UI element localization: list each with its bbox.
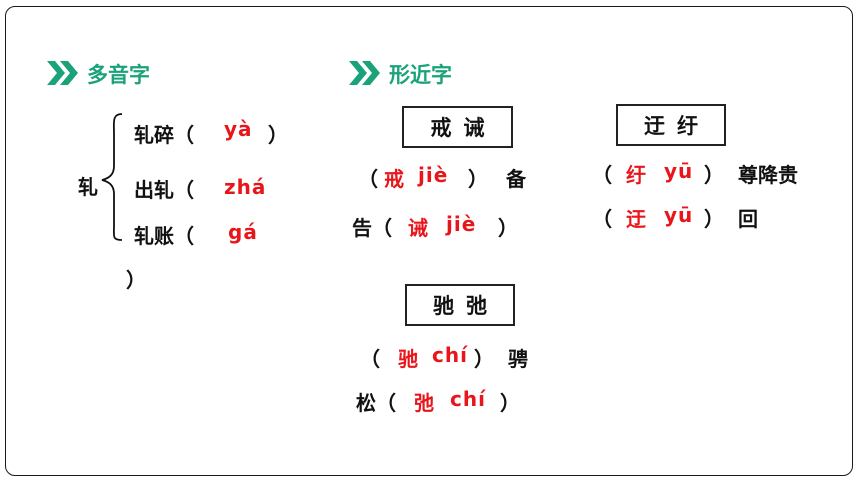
- polyphone-item: 轧碎（: [134, 119, 194, 148]
- answer-pinyin: zhá: [224, 175, 267, 199]
- g2-line2-close: ）: [704, 207, 724, 231]
- answer-pinyin: yà: [224, 117, 253, 141]
- g3-line1-pinyin: chí: [432, 343, 468, 367]
- g3-line2-close: ）: [500, 391, 520, 415]
- g2-line2-char: 迂: [626, 207, 646, 231]
- g1-line1-char: 戒: [384, 167, 404, 191]
- answer-pinyin: gá: [228, 220, 258, 244]
- g2-line1-char: 纡: [626, 163, 646, 187]
- slide-frame: [5, 6, 853, 476]
- g1-line1-open: （: [358, 167, 378, 191]
- char-pair-box: 驰弛: [405, 284, 515, 326]
- g3-line2-before: 松（: [356, 391, 396, 415]
- g1-line2-char: 诫: [408, 216, 428, 240]
- g3-line1-after: 骋: [508, 347, 528, 371]
- close-paren: ）: [268, 123, 288, 147]
- char-pair-box: 戒诫: [402, 106, 513, 148]
- double-chevron-right-icon: [349, 61, 380, 85]
- g1-line2-before: 告（: [352, 216, 392, 240]
- double-chevron-right-icon: [47, 61, 78, 85]
- g2-line1-open: （: [592, 163, 612, 187]
- g2-line1-pinyin: yū: [664, 159, 694, 183]
- g2-line1-after: 尊降贵: [738, 163, 798, 187]
- g2-line1-close: ）: [704, 163, 724, 187]
- item-word: 轧碎（: [134, 123, 194, 147]
- g3-line1-close: ）: [474, 347, 494, 371]
- g3-line2-char: 弛: [414, 391, 434, 415]
- g1-line1-pinyin: jiè: [418, 163, 449, 187]
- item-word: 出轧（: [134, 178, 194, 202]
- g2-line2-pinyin: yū: [664, 203, 694, 227]
- g3-line1-open: （: [360, 347, 380, 371]
- item-word: 轧账（: [134, 224, 194, 248]
- section-title-polyphone: 多音字: [87, 63, 150, 87]
- g1-line2-pinyin: jiè: [446, 212, 477, 236]
- trailing-close-paren: ）: [126, 268, 146, 292]
- section-title-similar: 形近字: [389, 63, 452, 87]
- char-pair-box: 迂纡: [616, 104, 726, 146]
- polyphone-item: 轧账（: [134, 220, 194, 249]
- g2-line2-open: （: [592, 207, 612, 231]
- g3-line1-char: 驰: [398, 347, 418, 371]
- g1-line2-close: ）: [498, 216, 518, 240]
- polyphone-char: 轧: [78, 175, 98, 199]
- polyphone-item: 出轧（: [134, 174, 194, 203]
- g1-line1-close: ）: [468, 167, 488, 191]
- g2-line2-after: 回: [738, 207, 758, 231]
- brace: [101, 113, 123, 241]
- g3-line2-pinyin: chí: [450, 387, 486, 411]
- g1-line1-after: 备: [506, 167, 526, 191]
